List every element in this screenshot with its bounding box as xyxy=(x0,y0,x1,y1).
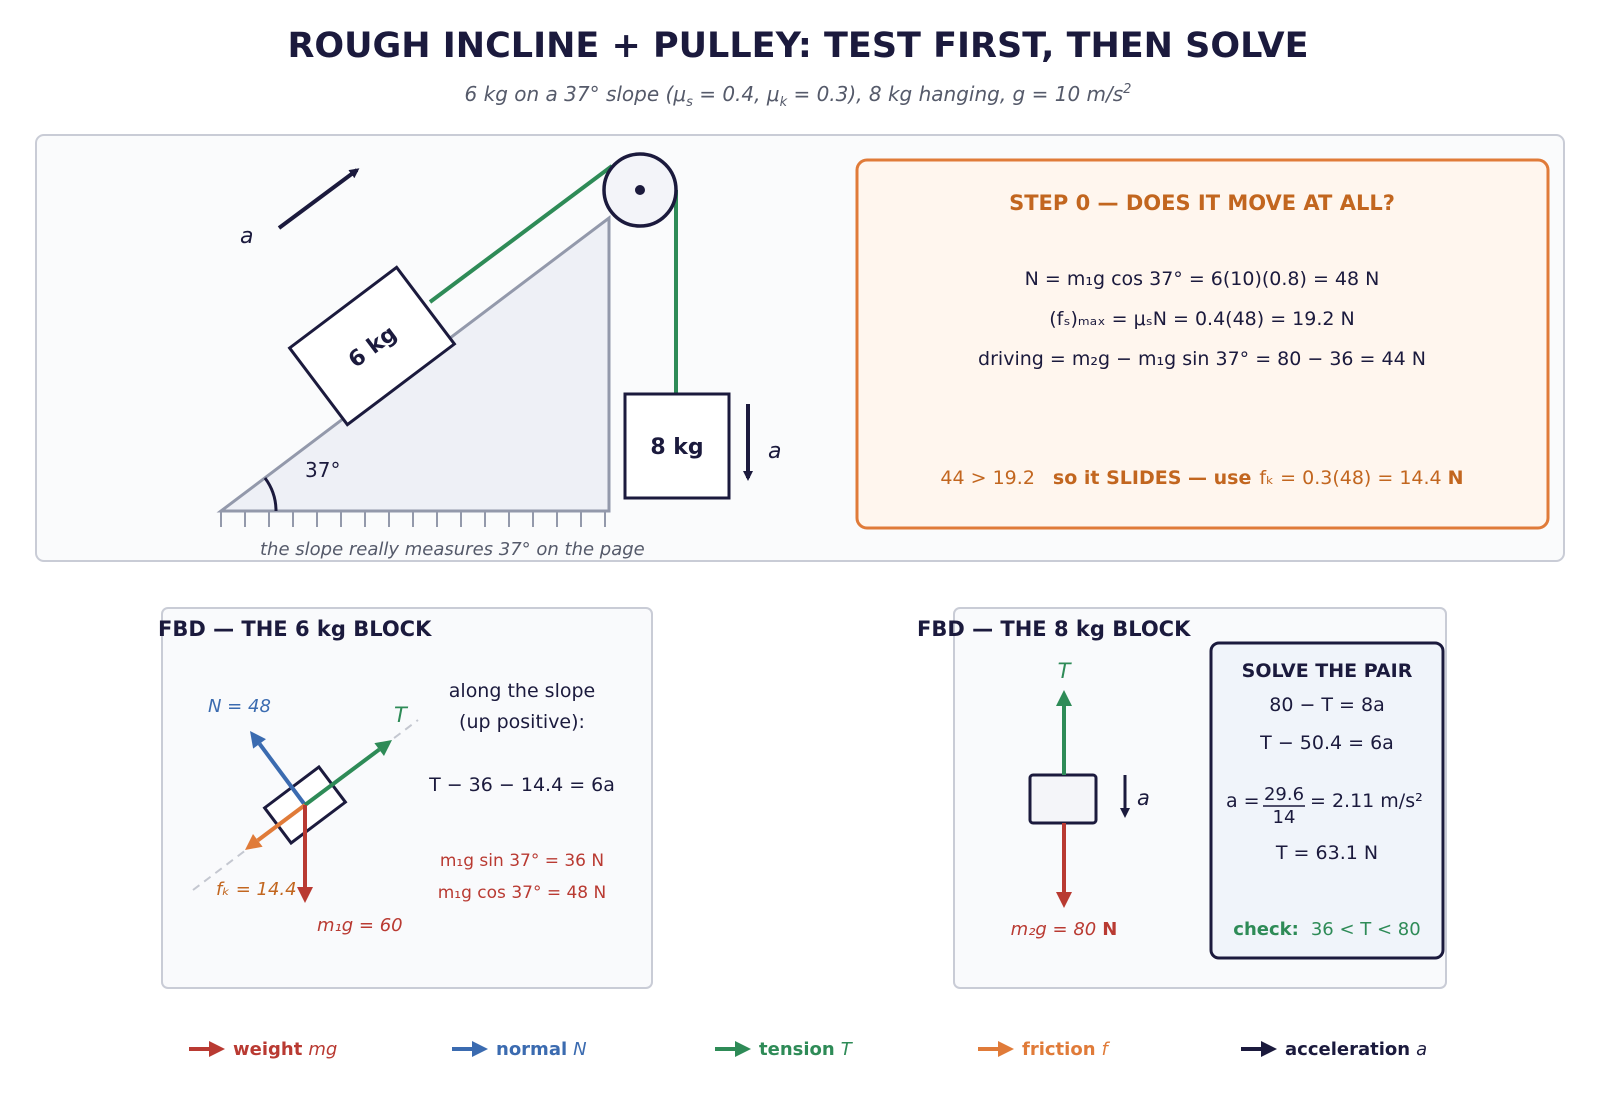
solve-box xyxy=(1209,641,1445,960)
fbd2-title: FBD — THE 8 kg BLOCK xyxy=(917,617,1191,641)
fbd1-weight-label: m₁g = 60 xyxy=(317,915,403,936)
page-subtitle: 6 kg on a 37° slope (μs = 0.4, μk = 0.3)… xyxy=(465,82,1132,110)
fbd2-block xyxy=(1028,773,1098,825)
legend-arrow-friction xyxy=(978,1041,1014,1057)
accel-label-hanging: a xyxy=(768,439,781,464)
fbd1-friction-label: fₖ = 14.4 xyxy=(216,879,297,900)
solve-a-numerator: 29.6 xyxy=(1264,784,1304,805)
solve-check: check:36 < T < 80 xyxy=(1233,919,1420,940)
slope-caption: the slope really measures 37° on the pag… xyxy=(260,539,645,560)
ground-hatch xyxy=(220,511,606,527)
rope-slope xyxy=(428,164,614,304)
fbd2-tension-arrow xyxy=(1056,690,1072,775)
fbd1-tension-arrow xyxy=(303,740,392,807)
pulley-axle xyxy=(635,185,645,195)
fbd1-equation: T − 36 − 14.4 = 6a xyxy=(428,774,615,796)
solve-a-denominator: 14 xyxy=(1273,807,1296,828)
accel-arrow-slope xyxy=(277,168,360,230)
solve-heading: SOLVE THE PAIR xyxy=(1242,660,1413,682)
step0-line2: (fₛ)ₘₐₓ = μₛN = 0.4(48) = 19.2 N xyxy=(1049,308,1354,330)
fbd1-component-sin: m₁g sin 37° = 36 N xyxy=(440,851,604,871)
fbd2-tension-label: T xyxy=(1058,659,1073,683)
step0-line3: driving = m₂g − m₁g sin 37° = 80 − 36 = … xyxy=(978,348,1426,370)
angle-label: 37° xyxy=(305,458,340,482)
fbd2-accel-label: a xyxy=(1137,786,1150,810)
page-title: ROUGH INCLINE + PULLEY: TEST FIRST, THEN… xyxy=(287,26,1308,66)
step0-line1: N = m₁g cos 37° = 6(10)(0.8) = 48 N xyxy=(1025,268,1380,290)
fbd1-along-line2: (up positive): xyxy=(459,711,585,733)
block-8kg-label: 8 kg xyxy=(650,435,703,460)
solve-a-prefix: a = xyxy=(1226,790,1260,812)
accel-label-slope: a xyxy=(240,224,253,249)
fbd1-along-line1: along the slope xyxy=(449,680,595,702)
fbd2-weight-arrow xyxy=(1056,823,1072,908)
fbd1-friction-arrow xyxy=(245,803,307,850)
solve-eq2: T − 50.4 = 6a xyxy=(1259,732,1394,754)
fbd1-component-cos: m₁g cos 37° = 48 N xyxy=(438,883,607,903)
fbd1-title: FBD — THE 6 kg BLOCK xyxy=(158,617,432,641)
legend-arrow-normal xyxy=(452,1041,488,1057)
fbd1-panel xyxy=(161,607,653,989)
solve-eq1: 80 − T = 8a xyxy=(1269,694,1385,716)
block-6kg: 6 kg xyxy=(287,265,457,427)
legend-arrow-acceleration xyxy=(1241,1041,1277,1057)
solve-t-result: T = 63.1 N xyxy=(1275,842,1378,864)
solve-a-result: = 2.11 m/s² xyxy=(1310,790,1423,812)
fbd1-tension-label: T xyxy=(394,703,409,727)
step0-heading: STEP 0 — DOES IT MOVE AT ALL? xyxy=(1009,191,1395,215)
angle-arc xyxy=(263,477,278,512)
fbd1-normal-label: N = 48 xyxy=(208,696,271,717)
legend-arrow-tension xyxy=(715,1041,751,1057)
step0-box xyxy=(855,158,1550,530)
block-8kg xyxy=(623,392,731,500)
legend-arrow-weight xyxy=(189,1041,225,1057)
fbd1-normal-arrow xyxy=(250,731,307,807)
fbd1-weight-arrow xyxy=(297,805,313,903)
